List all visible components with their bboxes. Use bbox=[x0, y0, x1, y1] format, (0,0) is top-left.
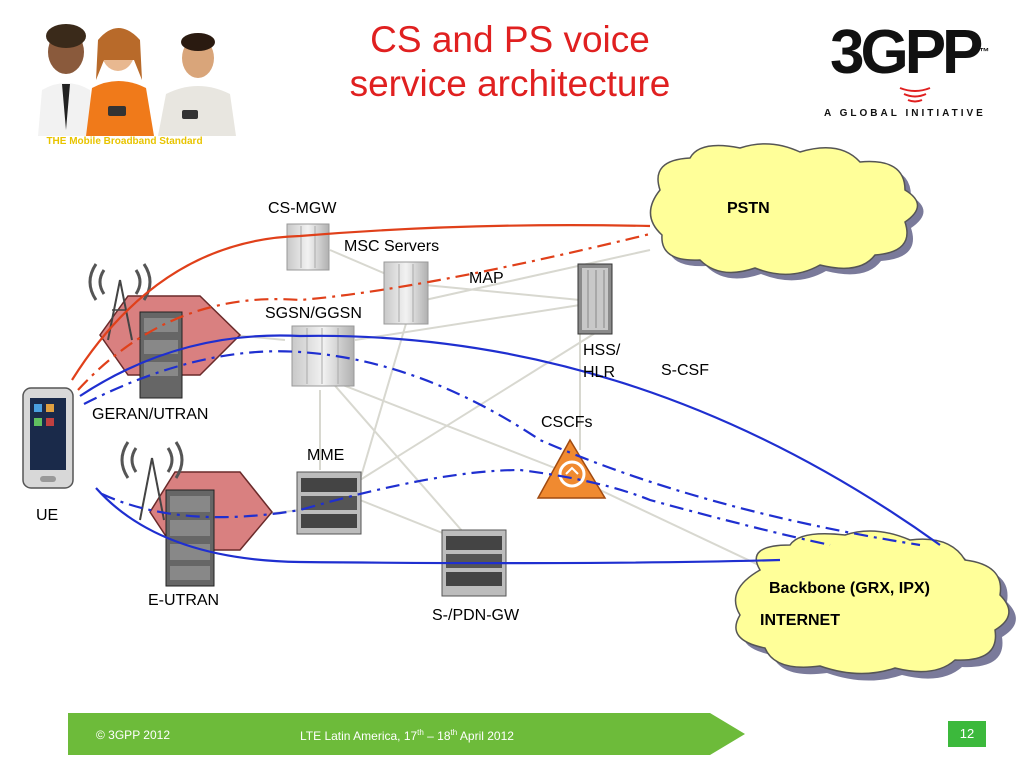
s-csf-label: S-CSF bbox=[661, 362, 709, 379]
logo-subtitle: A GLOBAL INITIATIVE bbox=[824, 108, 986, 119]
cs-paths bbox=[71, 224, 651, 391]
cs-mgw-server bbox=[286, 223, 330, 271]
msc-server bbox=[383, 261, 429, 325]
sgsn-ggsn-label: SGSN/GGSN bbox=[265, 305, 362, 322]
e-utran-label: E-UTRAN bbox=[148, 592, 220, 609]
mme-label: MME bbox=[307, 447, 345, 464]
geran-utran-label: GERAN/UTRAN bbox=[92, 406, 209, 423]
mme-rack bbox=[296, 471, 362, 535]
backbone-label-line-1: Backbone (GRX, IPX) bbox=[769, 580, 930, 597]
footer-bar bbox=[68, 713, 745, 755]
cscfs-label: CSCFs bbox=[541, 414, 593, 431]
ue-label: UE bbox=[36, 507, 59, 524]
footer-copyright: © 3GPP 2012 bbox=[96, 728, 171, 742]
ue-phone-icon bbox=[22, 387, 74, 489]
person-right-figure bbox=[158, 33, 236, 136]
cscf-icon bbox=[536, 438, 607, 499]
3gpp-logo: 3GPP™ bbox=[830, 18, 989, 88]
s-pdn-gw-label: S-/PDN-GW bbox=[432, 607, 520, 624]
backbone-label-line-2: INTERNET bbox=[760, 612, 840, 629]
tagline: THE Mobile Broadband Standard bbox=[46, 136, 203, 147]
hss-label-line-1: HSS/ bbox=[583, 342, 621, 359]
footer-event-sup-1: th bbox=[417, 728, 424, 737]
person-middle-figure bbox=[86, 28, 154, 136]
map-label: MAP bbox=[469, 270, 504, 287]
footer-event-mid: – 18 bbox=[423, 729, 451, 743]
person-left-figure bbox=[38, 24, 94, 136]
page-number: 12 bbox=[948, 721, 986, 747]
header-photo bbox=[8, 10, 238, 136]
ps-paths bbox=[79, 334, 941, 565]
backbone-cloud bbox=[734, 530, 1016, 681]
footer-event-sup-2: th bbox=[450, 728, 458, 737]
msc-servers-label: MSC Servers bbox=[344, 238, 440, 255]
e-utran-cell bbox=[120, 441, 273, 587]
3gpp-logo-text: 3GPP bbox=[830, 18, 983, 87]
cs-mgw-label: CS-MGW bbox=[268, 200, 337, 217]
slide-title-line-1: CS and PS voice bbox=[370, 19, 650, 60]
logo-wave-icon bbox=[899, 87, 931, 103]
footer-event-suffix: April 2012 bbox=[457, 729, 514, 743]
footer-event-prefix: LTE Latin America, 17 bbox=[300, 729, 418, 743]
slide-title-line-2: service architecture bbox=[349, 63, 671, 104]
pstn-cloud bbox=[649, 143, 924, 281]
geran-utran-cell bbox=[88, 263, 242, 399]
hss-hlr-server bbox=[577, 263, 613, 335]
pstn-label: PSTN bbox=[727, 200, 770, 217]
3gpp-logo-tm: ™ bbox=[979, 47, 990, 58]
slide-title: CS and PS voice service architecture bbox=[270, 18, 750, 106]
footer-event: LTE Latin America, 17th – 18th April 201… bbox=[300, 728, 514, 743]
hss-label-line-2: HLR bbox=[583, 364, 616, 381]
signalling-lines bbox=[179, 249, 781, 576]
